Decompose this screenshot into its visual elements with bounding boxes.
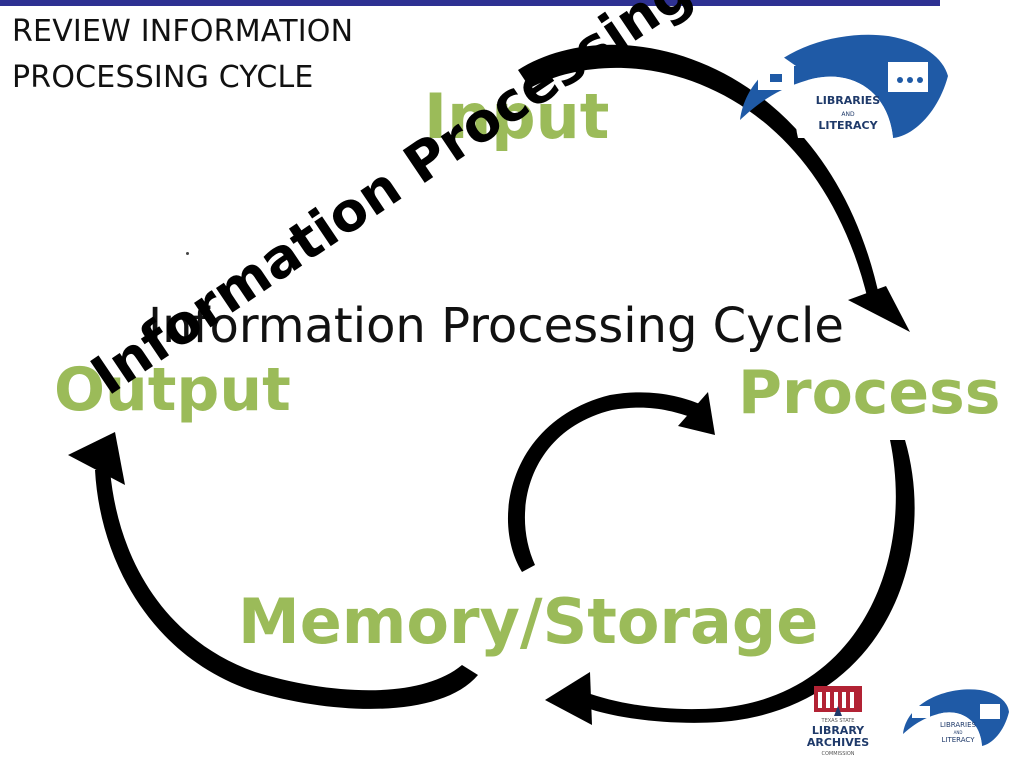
stage-memory-label: Memory/Storage [238, 585, 819, 658]
arrow-storage-to-process [507, 392, 700, 572]
stage-input-label: Input [424, 80, 610, 153]
arrow-memory-to-output [95, 470, 478, 709]
tsl-library: LIBRARY [812, 724, 865, 737]
stage-output-label: Output [54, 355, 291, 425]
stage-process-label: Process [738, 358, 1001, 428]
tsl-archives: ARCHIVES [807, 736, 869, 749]
top-accent-bar [0, 0, 940, 6]
tsl-archives-logo: TEXAS STATE LIBRARY ARCHIVES COMMISSION [807, 686, 869, 757]
arrow-input-to-process [518, 44, 880, 300]
classroom-icon [888, 62, 928, 92]
center-caption: Information Processing Cycle [148, 298, 844, 354]
small-logo-literacy: LITERACY [942, 736, 976, 744]
small-logo-libraries: LIBRARIES [940, 721, 976, 729]
arrow-process-to-memory-head [545, 672, 592, 725]
school-icon-small [912, 706, 930, 718]
slide-title-line-1: REVIEW INFORMATION [12, 14, 354, 49]
small-logo-and: AND [954, 730, 963, 735]
tsl-commission: COMMISSION [821, 751, 854, 757]
slide-title-line-2: PROCESSING CYCLE [12, 60, 314, 95]
stray-dot [186, 252, 189, 255]
logo-and-text: AND [841, 111, 855, 118]
logo-literacy-text: LITERACY [818, 119, 878, 132]
arrow-process-to-memory [580, 440, 915, 723]
logo-libraries-text: LIBRARIES [816, 94, 881, 107]
tsl-texas-state: TEXAS STATE [821, 718, 855, 724]
arrow-input-to-process-head [848, 286, 910, 332]
arrow-storage-to-process-head [678, 392, 715, 435]
classroom-icon-small [980, 704, 1000, 719]
libraries-literacy-logo-small: LIBRARIES AND LITERACY [903, 689, 1009, 746]
arrow-memory-to-output-head [68, 432, 125, 485]
libraries-literacy-logo: LIBRARIES AND LITERACY [740, 34, 948, 138]
